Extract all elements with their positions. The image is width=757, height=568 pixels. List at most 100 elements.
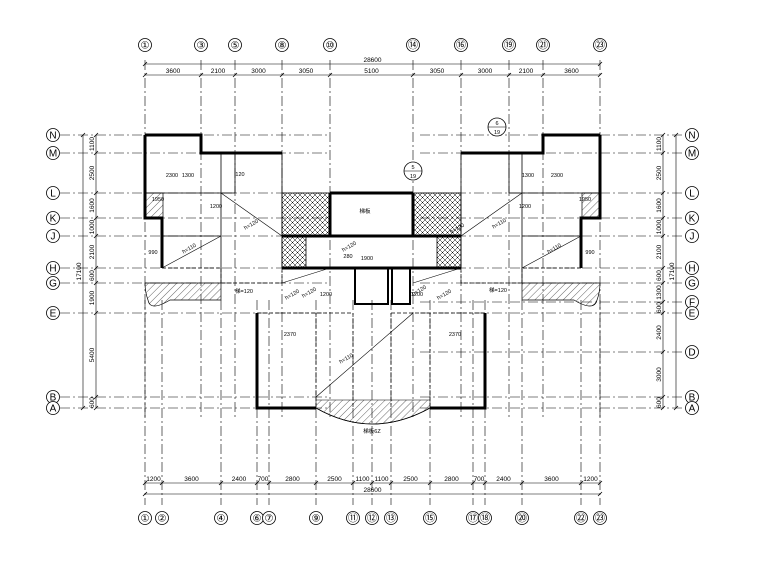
room-dimension-label: 2300 (551, 173, 563, 179)
right-dim-tick (660, 150, 666, 156)
top-total-value: 28600 (363, 57, 381, 64)
top-dim-tick (410, 72, 416, 78)
right-dim-value: 600 (656, 270, 663, 281)
bottom-axis-bubble-label: ⑨ (312, 514, 321, 525)
bottom-dim-tick (266, 480, 272, 486)
right-axis-bubble-label: F (689, 298, 695, 309)
top-dim-value: 3050 (299, 68, 314, 75)
top-dim-value: 3000 (251, 68, 266, 75)
right-total-tick (673, 405, 679, 411)
right-axis-bubble (685, 306, 699, 320)
right-dim-value: 2100 (656, 244, 663, 259)
balcony-right (521, 282, 601, 307)
bottom-axis-bubble-label: ⑫ (367, 513, 377, 525)
top-dim-tick (198, 72, 204, 78)
left-axis-bubble (46, 128, 60, 142)
top-axis-bubble-label: ⑩ (326, 41, 335, 52)
right-dim-tick (660, 132, 666, 138)
right-dim-tick (660, 233, 666, 239)
top-axis-bubble-label: ㉑ (538, 40, 548, 52)
bay-window-slab (315, 399, 431, 425)
top-axis-bubble-label: ⑧ (278, 41, 287, 52)
room-dimension-label: 2370 (284, 332, 296, 338)
bottom-dim-value: 2500 (403, 476, 418, 483)
slab-diagonal (220, 192, 283, 237)
bottom-dim-tick (427, 480, 433, 486)
right-dim-value: 3000 (656, 367, 663, 382)
bottom-axis-bubble (365, 511, 379, 525)
left-axis-bubble (46, 229, 60, 243)
left-axis-bubble-label: K (50, 214, 57, 225)
bottom-axis-bubble-label: ⑱ (480, 513, 490, 525)
bottom-dim-value: 700 (258, 476, 269, 483)
right-dim-tick (660, 349, 666, 355)
detail-callout-num: 6 (495, 121, 498, 127)
right-axis-bubble (685, 229, 699, 243)
top-dim-tick (142, 72, 148, 78)
hatched-slab-right (581, 192, 601, 219)
top-axis-bubble (454, 38, 468, 52)
right-axis-bubble (685, 146, 699, 160)
balcony-left (144, 282, 222, 307)
top-dim-value: 3050 (430, 68, 445, 75)
right-axis-bubble-label: N (688, 131, 695, 142)
left-axis-bubble (46, 211, 60, 225)
beam-label: 梯=120 (489, 286, 507, 294)
bottom-dim-tick (350, 480, 356, 486)
bottom-dim-tick (470, 480, 476, 486)
bottom-axis-bubble (155, 511, 169, 525)
right-axis-bubble (685, 261, 699, 275)
bottom-dim-value: 2500 (327, 476, 342, 483)
right-dim-value: 2500 (656, 165, 663, 180)
bottom-axis-bubble-label: ⑥ (253, 514, 262, 525)
bottom-dim-tick (519, 480, 525, 486)
bottom-axis-bubble-label: ① (141, 514, 150, 525)
wall-right-inner (460, 153, 600, 283)
slab-thickness-label: h=120 (284, 289, 300, 302)
bottom-axis-bubble-label: ㉒ (576, 513, 586, 525)
room-dimension-label: 1950 (579, 197, 591, 203)
slab-diagonal (412, 267, 462, 284)
top-total-tick (142, 61, 148, 67)
bottom-axis-bubble-label: ㉓ (595, 513, 605, 525)
room-dimension-label: 990 (585, 250, 594, 256)
room-dimension-label: 2300 (166, 173, 178, 179)
slab-thickness-label: h=120 (436, 289, 452, 302)
bottom-dim-value: 1100 (375, 476, 389, 483)
bottom-dim-value: 2800 (285, 476, 300, 483)
left-dim-tick (93, 233, 99, 239)
bottom-axis-bubble (423, 511, 437, 525)
top-dim-tick (540, 72, 546, 78)
right-dim-value: 600 (656, 397, 663, 408)
wall-lower-outer (255, 313, 487, 410)
bottom-dim-tick (218, 480, 224, 486)
shear-wall-left-lower (281, 235, 307, 269)
top-dim-value: 3000 (478, 68, 493, 75)
left-dim-value: 2100 (89, 244, 96, 259)
bottom-dim-value: 2800 (444, 476, 459, 483)
left-axis-bubble-label: M (49, 149, 57, 160)
bottom-dim-value: 700 (474, 476, 485, 483)
top-dim-value: 2100 (211, 68, 226, 75)
bottom-axis-bubble (478, 511, 492, 525)
right-axis-bubble-label: H (688, 264, 695, 275)
bottom-dim-tick (578, 480, 584, 486)
left-total-tick (80, 132, 86, 138)
elevator-shaft (354, 267, 389, 305)
slab-thickness-label: h=120 (243, 219, 259, 232)
detail-callout-ref: 19 (410, 174, 416, 180)
top-axis-bubble-label: ① (141, 41, 150, 52)
slab-diagonal (460, 192, 523, 237)
top-axis-bubble (593, 38, 607, 52)
bottom-axis-bubble-label: ⑳ (517, 513, 527, 525)
room-dimension-label: 120 (235, 172, 244, 178)
bottom-axis-bubble-label: ⑰ (468, 513, 478, 525)
right-total-tick (673, 132, 679, 138)
top-dim-value: 5100 (364, 68, 379, 75)
left-axis-bubble (46, 306, 60, 320)
axis-grid-lines (60, 60, 690, 505)
shear-wall-left (281, 192, 331, 237)
right-axis-bubble (685, 211, 699, 225)
